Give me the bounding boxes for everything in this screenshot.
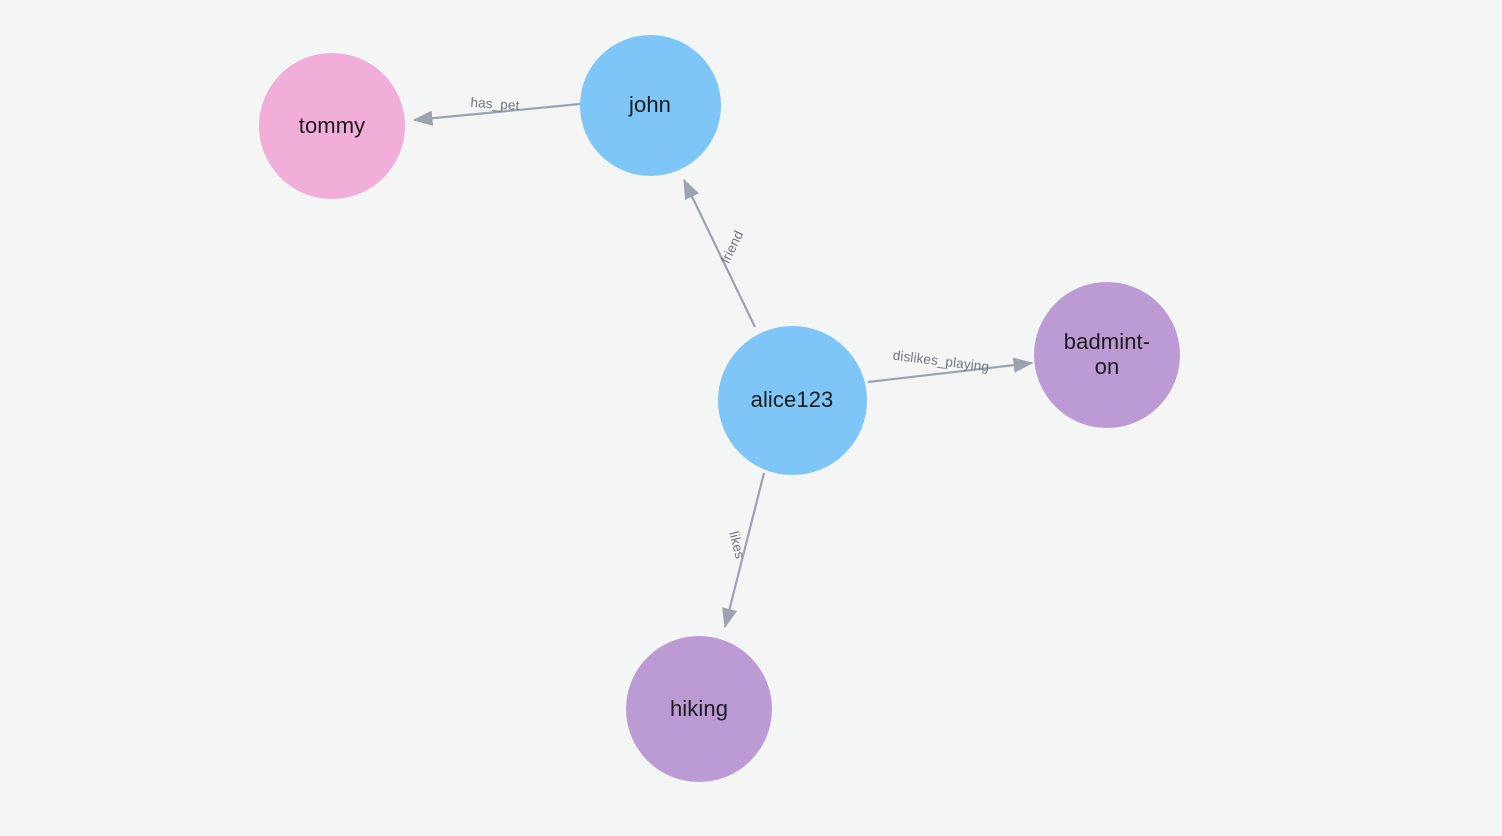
graph-edge[interactable] bbox=[412, 102, 581, 126]
graph-node-label: john bbox=[629, 91, 671, 117]
graph-edge[interactable] bbox=[867, 357, 1034, 384]
graph-node-label: badmint- on bbox=[1063, 329, 1151, 379]
graph-node-label: tommy bbox=[298, 112, 366, 138]
graph-node-hiking[interactable]: hiking bbox=[626, 636, 772, 782]
graph-node-label: hiking bbox=[669, 695, 729, 721]
graph-edge[interactable] bbox=[722, 472, 766, 629]
graph-node-john[interactable]: john bbox=[579, 34, 721, 176]
graph-edge[interactable] bbox=[683, 178, 756, 328]
graph-node-badminton[interactable]: badmint- on bbox=[1034, 282, 1180, 428]
graph-node-alice123[interactable]: alice123 bbox=[717, 325, 867, 475]
graph-node-label: alice123 bbox=[750, 386, 834, 412]
graph-node-tommy[interactable]: tommy bbox=[259, 53, 405, 199]
